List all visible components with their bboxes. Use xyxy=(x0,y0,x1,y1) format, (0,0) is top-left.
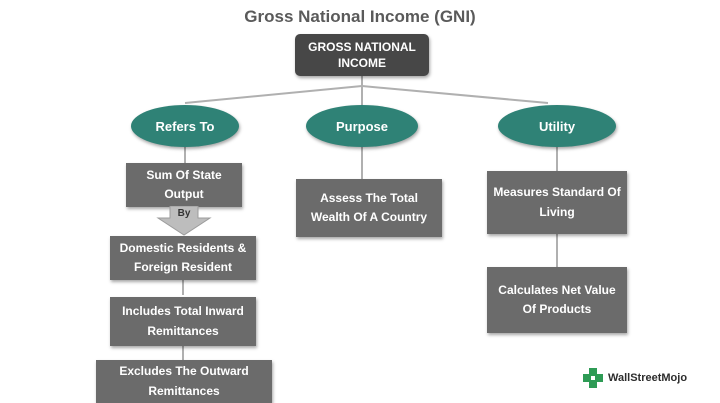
node-net-value-of-products: Calculates Net Value Of Products xyxy=(487,267,627,333)
node-inward-remittances: Includes Total Inward Remittances xyxy=(110,297,256,346)
node-standard-of-living: Measures Standard Of Living xyxy=(487,171,627,234)
node-assess-wealth: Assess The Total Wealth Of A Country xyxy=(296,179,442,237)
branch-utility: Utility xyxy=(498,105,616,147)
node-outward-remittances: Excludes The Outward Remittances xyxy=(96,360,272,403)
down-arrow-icon xyxy=(156,206,212,236)
node-sum-of-state-output: Sum Of State Output xyxy=(126,163,242,207)
branch-purpose: Purpose xyxy=(306,105,418,147)
root-node: GROSS NATIONAL INCOME xyxy=(295,34,429,76)
branch-refers-to: Refers To xyxy=(131,105,239,147)
logo-icon xyxy=(583,368,603,388)
connector-label-by: By xyxy=(177,208,191,219)
logo-text: WallStreetMojo xyxy=(608,372,688,384)
diagram-title: Gross National Income (GNI) xyxy=(244,7,476,26)
node-domestic-foreign-residents: Domestic Residents & Foreign Resident xyxy=(110,236,256,280)
wallstreetmojo-logo: WallStreetMojo xyxy=(582,366,687,390)
